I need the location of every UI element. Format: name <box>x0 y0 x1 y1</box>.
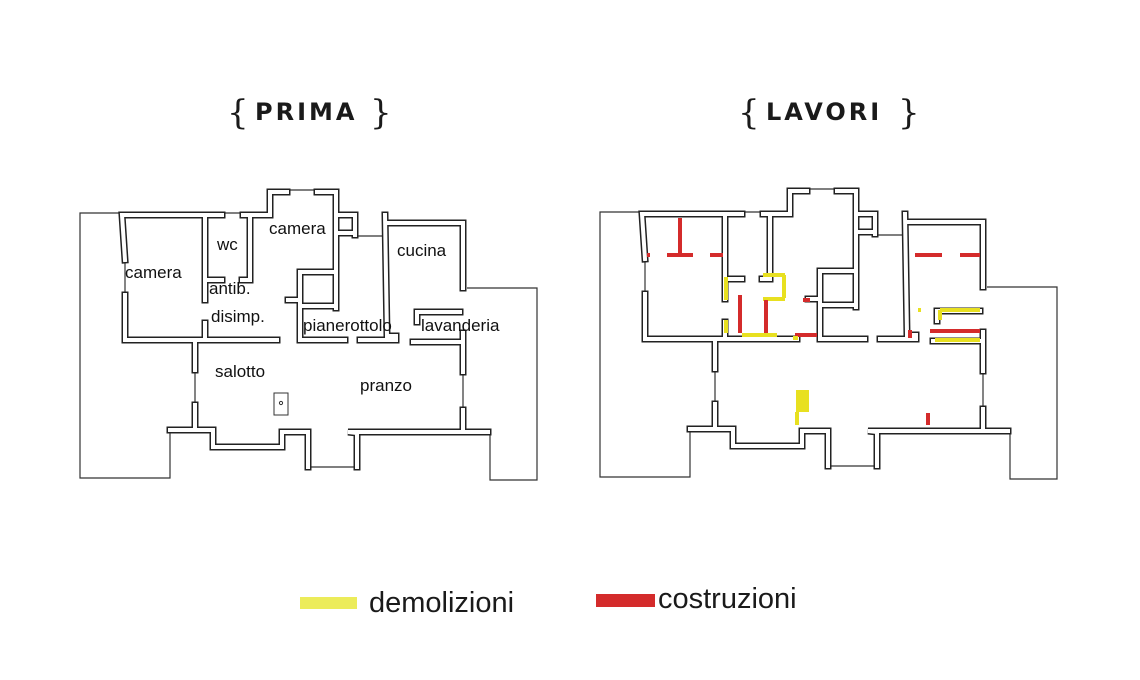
legend-swatch-demolizioni <box>300 597 357 609</box>
room-label-pranzo: pranzo <box>360 376 412 395</box>
room-label-camera-top: camera <box>269 219 326 238</box>
sink-icon <box>273 392 289 416</box>
works-marks <box>647 218 980 425</box>
room-label-antib: antib. <box>209 279 251 298</box>
title-prima: { PRIMA } <box>227 93 392 133</box>
floor-plan-before: camera wc camera cucina antib. disimp. p… <box>80 190 537 480</box>
room-label-cucina: cucina <box>397 241 447 260</box>
title-text: LAVORI <box>766 98 882 126</box>
room-label-pianerottolo: pianerottolo <box>303 316 392 335</box>
floor-plan-works <box>600 189 1057 479</box>
brace-open: { <box>227 93 249 133</box>
legend-swatch-costruzioni <box>596 594 655 607</box>
brace-close: } <box>898 93 920 133</box>
brace-open: { <box>738 93 760 133</box>
sink-drain <box>278 400 284 406</box>
room-label-salotto: salotto <box>215 362 265 381</box>
title-lavori: { LAVORI } <box>738 93 920 133</box>
legend: demolizioni costruzioni <box>300 583 797 619</box>
title-text: PRIMA <box>255 98 357 126</box>
legend-label-costruzioni: costruzioni <box>658 583 797 615</box>
demolition-sink <box>796 390 809 412</box>
room-label-camera: camera <box>125 263 182 282</box>
legend-label-demolizioni: demolizioni <box>369 587 514 619</box>
brace-close: } <box>370 93 392 133</box>
room-label-wc: wc <box>216 235 238 254</box>
room-label-lavanderia: lavanderia <box>421 316 500 335</box>
room-label-disimp: disimp. <box>211 307 265 326</box>
